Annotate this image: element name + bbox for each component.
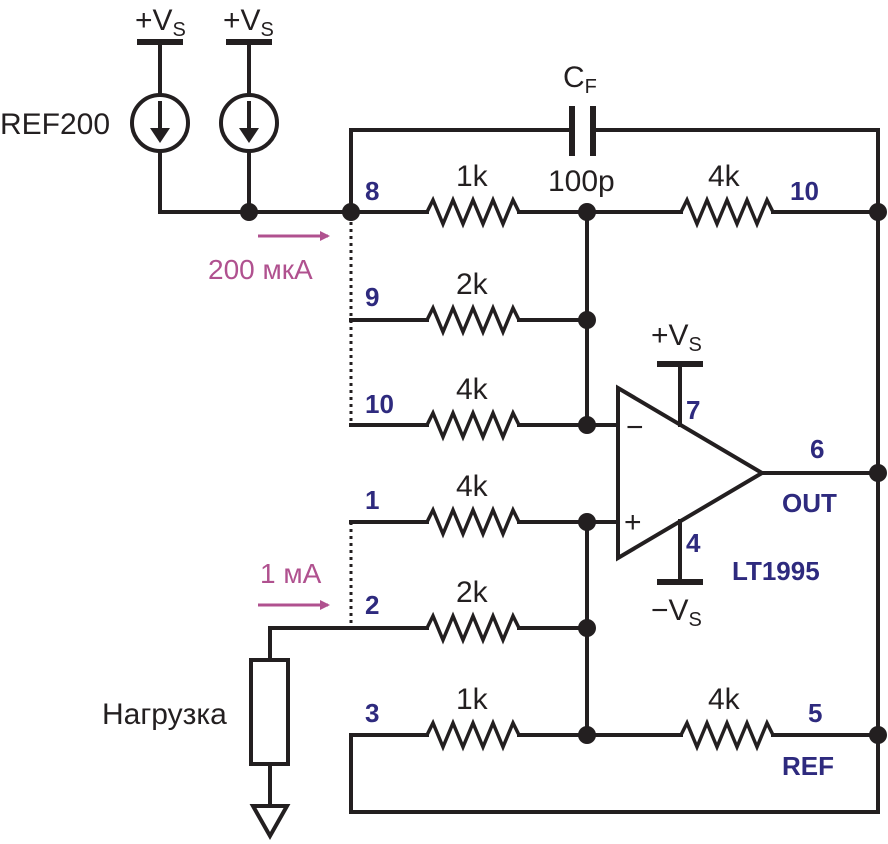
resistor-label-4k-pin1: 4k [456,470,489,503]
current-source-left [130,39,254,214]
junction-dot [578,619,596,637]
resistor-1k-pin3 [425,718,521,752]
junction-dot [869,726,887,744]
pin-label-6: 6 [810,434,824,464]
resistor-4k-pin10 [425,408,521,442]
resistor-label-2k-pin2: 2k [456,576,489,609]
vneg-label: −VS [651,594,702,631]
resistor-2k-pin2 [425,611,521,645]
pin-label-8: 8 [365,176,379,206]
load-resistor [249,658,290,766]
pin-label-1: 1 [365,485,379,515]
pin-label-5: 5 [808,698,822,728]
resistor-4k-feedback [679,195,775,229]
resistor-4k-pin1 [425,505,521,539]
ref-label: REF [782,751,834,781]
vs-label-right: +VS [223,4,274,41]
ref200-label: REF200 [0,108,110,141]
pin-label-7: 7 [686,395,700,425]
resistor-label-4k-feedback: 4k [708,160,741,193]
junction-dot [869,203,887,221]
current-label-top: 200 мкА [208,254,313,285]
out-label: OUT [782,488,837,518]
resistor-1k-pin8 [425,195,521,229]
junction-dot-out [869,464,887,482]
wire-feedback-loop [349,128,880,814]
part-number-label: LT1995 [732,556,820,586]
opamp-triangle [616,384,766,562]
wire-cap-left [349,128,570,214]
pin-label-4: 4 [686,528,701,558]
resistor-label-1k-pin8: 1k [456,160,489,193]
pin-label-10-top: 10 [790,176,819,206]
opamp-minus-sign: − [626,411,644,444]
wire-pin2 [268,626,429,662]
ground-symbol [249,804,291,841]
cf-value: 100p [548,165,615,198]
junction-dot [578,513,596,531]
opamp-plus-sign: + [624,506,642,539]
cf-label: CF [563,61,597,98]
current-source-right [219,39,279,214]
junction-dot [578,416,596,434]
resistor-label-4k-ref: 4k [708,683,741,716]
load-label: Нагрузка [102,698,227,731]
vpos-label: +VS [651,319,702,356]
resistor-4k-ref [679,718,775,752]
pin-label-2: 2 [365,590,379,620]
vs-label-left: +VS [135,4,186,41]
pin-label-9: 9 [365,282,379,312]
junction-dot [578,726,596,744]
pin-label-10: 10 [365,389,394,419]
resistor-label-1k-pin3: 1k [456,683,489,716]
current-label-bottom: 1 мА [260,558,322,589]
junction-dot [240,203,258,221]
resistor-2k-pin9 [425,303,521,337]
resistor-label-4k-pin10: 4k [456,373,489,406]
junction-dot [578,311,596,329]
pin-label-3: 3 [365,698,379,728]
resistor-label-2k-pin9: 2k [456,268,489,301]
